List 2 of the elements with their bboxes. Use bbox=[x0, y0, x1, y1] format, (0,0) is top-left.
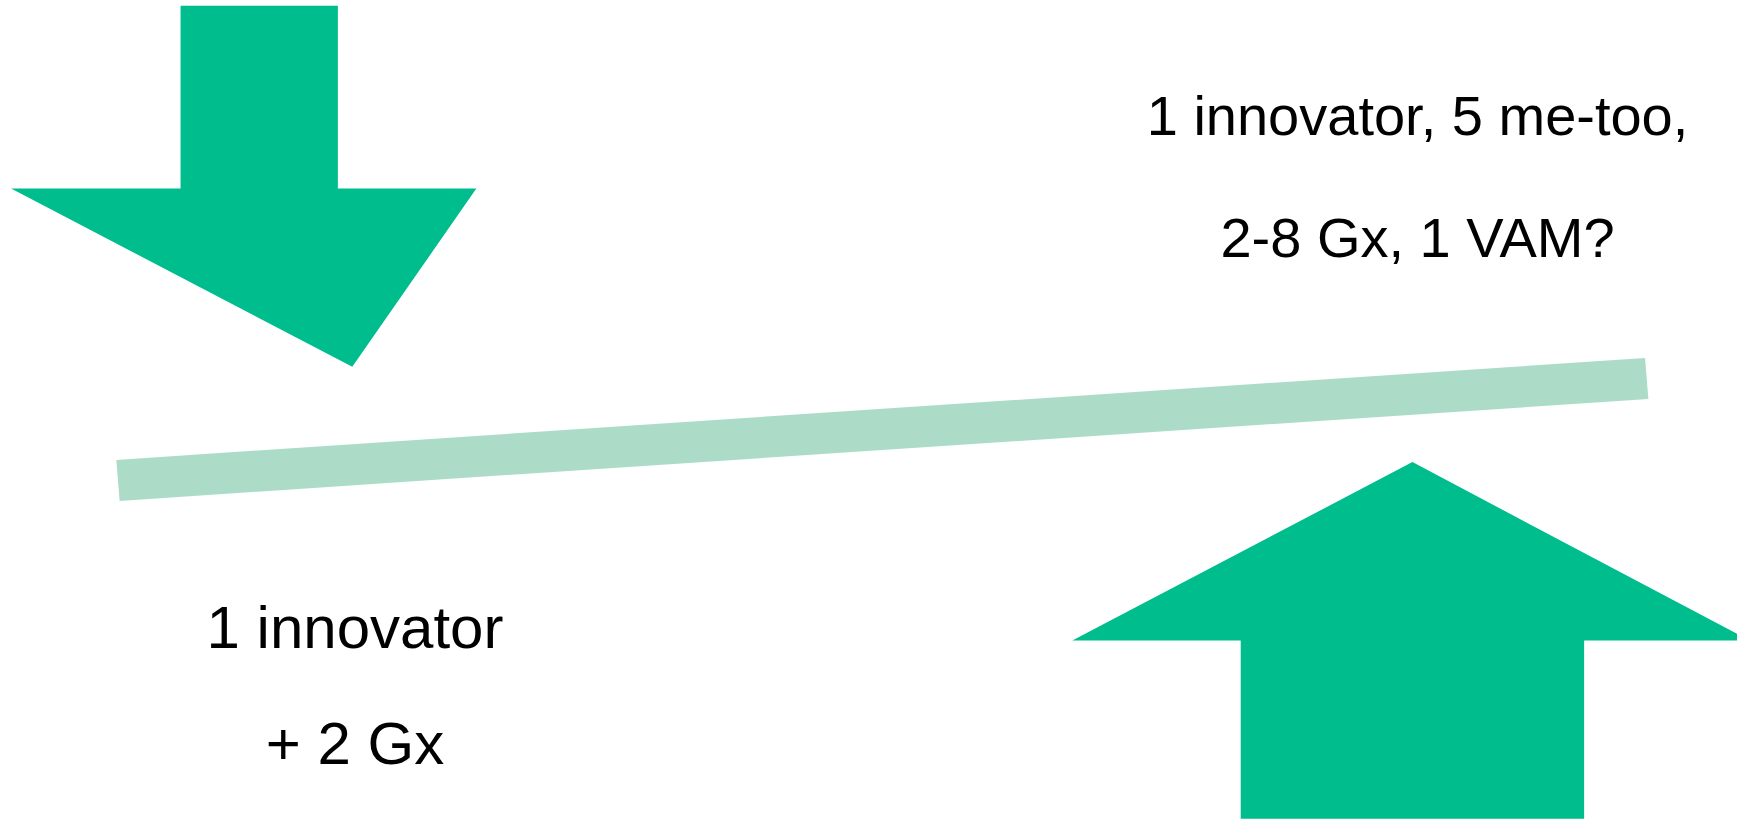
text-label: 1 innovator, 5 me-too, 2-8 Gx, 1 VAM? bbox=[1145, 83, 1690, 271]
text-label: 1 innovator + 2 Gx bbox=[205, 593, 505, 779]
